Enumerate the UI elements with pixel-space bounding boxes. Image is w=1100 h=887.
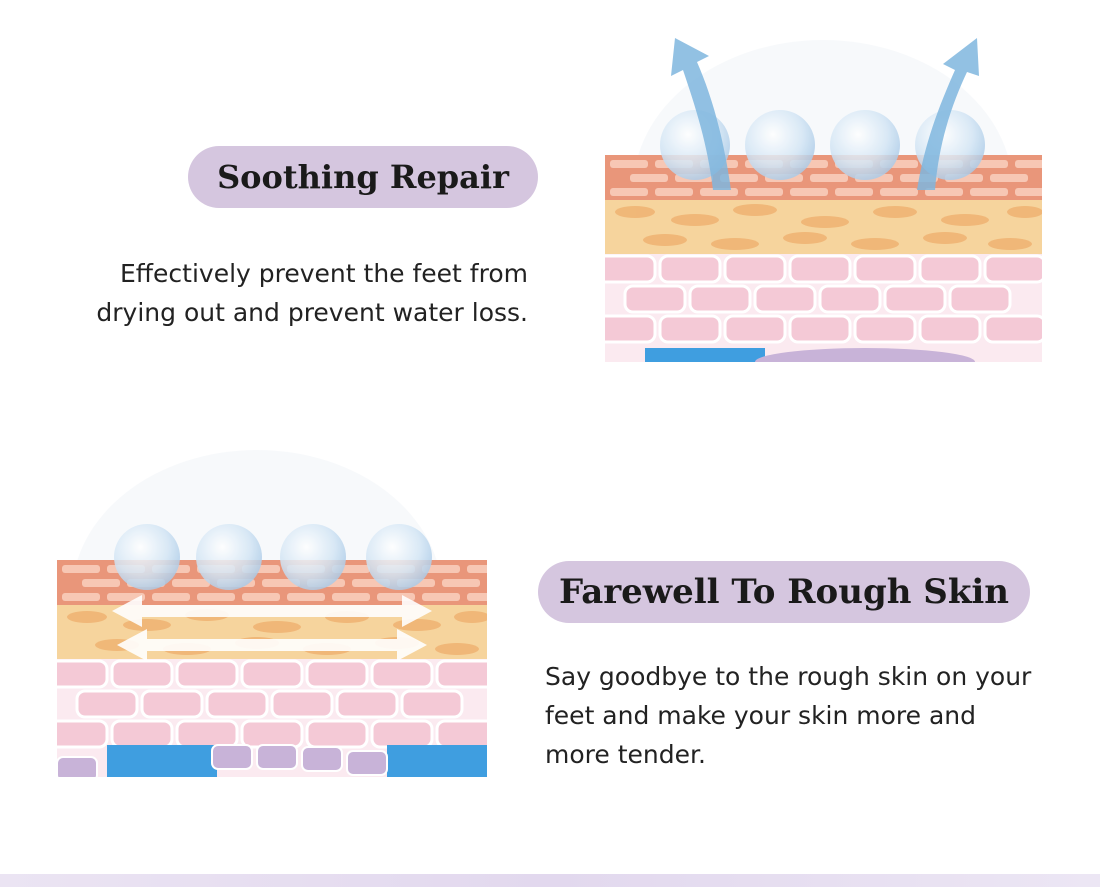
farewell-rough-skin-title-text: Farewell To Rough Skin [558,572,1010,612]
farewell-rough-skin-description: Say goodbye to the rough skin on your fe… [545,662,1032,769]
skin-smoothing-illustration [57,450,487,777]
skin-water-retention-illustration [605,38,1042,362]
soothing-repair-description: Effectively prevent the feet from drying… [96,259,528,327]
soothing-repair-title-text: Soothing Repair [217,158,509,196]
bottom-decorative-band [0,874,1100,887]
soothing-repair-title: Soothing Repair [188,146,538,208]
spread-arrow-icon [112,595,432,661]
water-arrow-icon [671,38,979,190]
farewell-rough-skin-title: Farewell To Rough Skin [538,561,1030,623]
